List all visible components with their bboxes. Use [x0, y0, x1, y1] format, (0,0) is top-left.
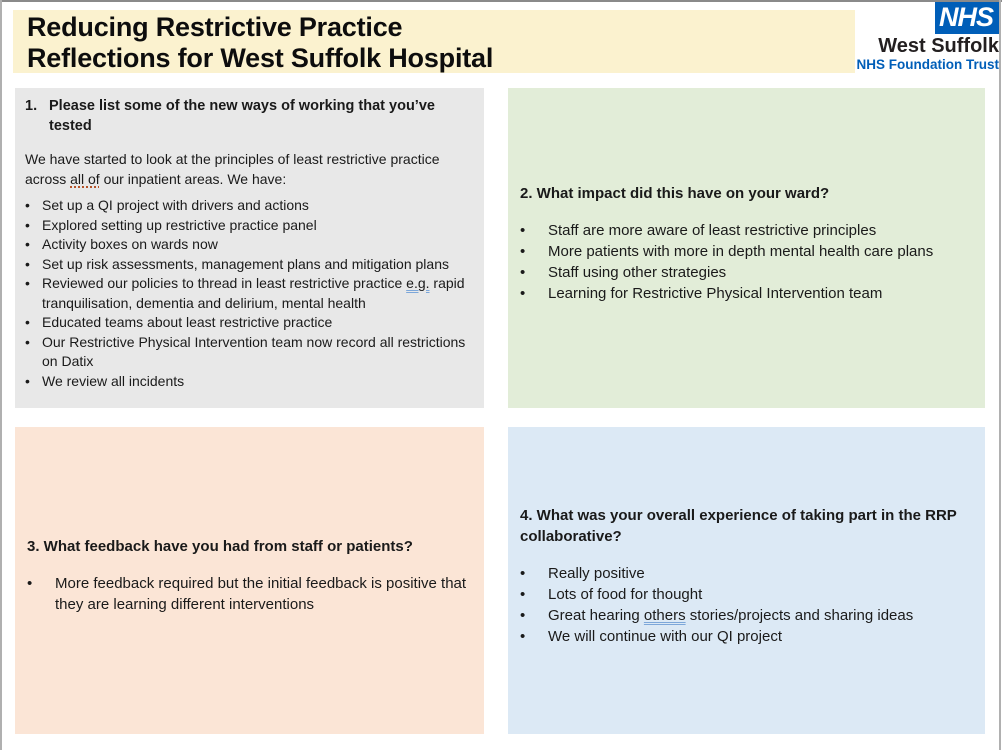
slide-right-border — [999, 0, 1001, 750]
trust-subtitle: NHS Foundation Trust — [856, 57, 1000, 72]
list-item: Great hearing others stories/projects an… — [520, 605, 969, 626]
list-item: Learning for Restrictive Physical Interv… — [520, 283, 969, 304]
list-item: Really positive — [520, 563, 969, 584]
grammarcheck-marked-text: e.g. — [406, 275, 430, 291]
bullet-text: stories/projects and sharing ideas — [685, 606, 914, 624]
bullet-text: rapid tranquilisation, dementia and deli… — [42, 275, 465, 311]
list-item: Set up a QI project with drivers and act… — [25, 196, 472, 216]
question-4-list: Really positive Lots of food for thought… — [520, 563, 969, 647]
question-4-heading: 4. What was your overall experience of t… — [520, 506, 957, 545]
spellcheck-marked-text: all of — [70, 170, 100, 187]
list-item: More feedback required but the initial f… — [27, 573, 468, 615]
list-item: Educated teams about least restrictive p… — [25, 313, 472, 333]
question-2-heading: 2. What impact did this have on your war… — [520, 184, 830, 202]
question-3-list: More feedback required but the initial f… — [27, 573, 468, 615]
list-item: We review all incidents — [25, 372, 472, 392]
intro-text: our inpatient areas. We have: — [99, 170, 287, 187]
list-item: Set up risk assessments, management plan… — [25, 255, 472, 275]
question-1-box: 1. Please list some of the new ways of w… — [15, 88, 484, 408]
question-2-box: 2. What impact did this have on your war… — [508, 88, 985, 408]
bullet-text: Reviewed our policies to thread in least… — [42, 275, 407, 291]
slide-title-line1: Reducing Restrictive Practice — [27, 12, 403, 42]
list-item: Staff using other strategies — [520, 262, 969, 283]
grammarcheck-marked-text: others — [643, 606, 686, 624]
question-1-intro: We have started to look at the principle… — [25, 150, 472, 189]
nhs-logo-text: NHS — [938, 2, 994, 32]
question-4-box: 4. What was your overall experience of t… — [508, 427, 985, 734]
list-item: Our Restrictive Physical Intervention te… — [25, 333, 472, 372]
list-item: Lots of food for thought — [520, 584, 969, 605]
list-item: Explored setting up restrictive practice… — [25, 216, 472, 236]
question-1-list: Set up a QI project with drivers and act… — [25, 196, 472, 391]
list-item: Reviewed our policies to thread in least… — [25, 274, 472, 313]
question-2-list: Staff are more aware of least restrictiv… — [520, 220, 969, 304]
nhs-logo-mark: NHS — [934, 2, 999, 34]
list-item: More patients with more in depth mental … — [520, 241, 969, 262]
slide-left-border — [0, 0, 2, 750]
list-item: Staff are more aware of least restrictiv… — [520, 220, 969, 241]
title-banner: Reducing Restrictive Practice Reflection… — [13, 10, 855, 73]
question-1-heading-text: Please list some of the new ways of work… — [49, 98, 435, 134]
question-3-heading: 3. What feedback have you had from staff… — [27, 538, 413, 555]
question-1-number: 1. — [25, 98, 38, 114]
list-item: Activity boxes on wards now — [25, 235, 472, 255]
slide-title-line2: Reflections for West Suffolk Hospital — [27, 43, 494, 73]
trust-name: West Suffolk — [878, 35, 999, 57]
question-1-heading: 1. Please list some of the new ways of w… — [25, 97, 472, 136]
nhs-trust-logo: NHS West Suffolk NHS Foundation Trust — [809, 2, 999, 72]
intro-text: We have started to look at the principle… — [25, 151, 440, 187]
slide-top-border — [0, 0, 1002, 2]
slide-title: Reducing Restrictive Practice Reflection… — [27, 12, 855, 74]
list-item: We will continue with our QI project — [520, 626, 969, 647]
question-3-box: 3. What feedback have you had from staff… — [15, 427, 484, 734]
bullet-text: Great hearing — [548, 606, 644, 624]
